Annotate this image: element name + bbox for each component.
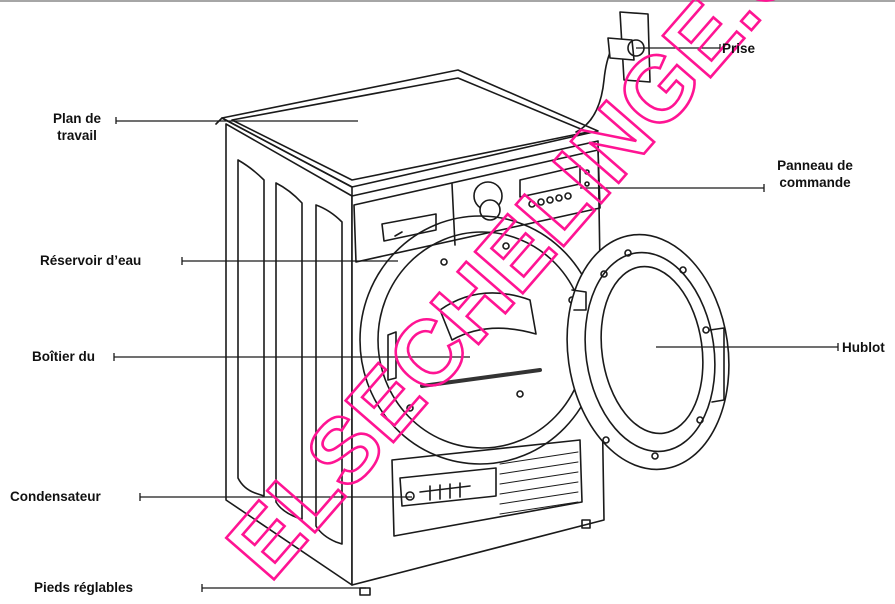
drum-screw <box>516 390 524 398</box>
door-handle <box>709 327 725 403</box>
label-pieds: Pieds réglables <box>34 580 134 595</box>
label-panneau: Panneau de commande <box>766 157 864 191</box>
leader-plan-de-travail <box>115 117 358 124</box>
door-glass <box>600 265 704 435</box>
side-rib-3 <box>315 204 343 545</box>
condenser-lock <box>405 491 415 501</box>
label-hublot: Hublot <box>842 340 885 355</box>
control-button <box>546 196 554 204</box>
leader-condensateur <box>139 493 412 501</box>
leader-prise <box>636 44 721 52</box>
door-outer <box>566 233 730 471</box>
water-tank-notch <box>394 231 403 237</box>
label-line: commande <box>779 175 851 190</box>
control-button <box>537 198 545 206</box>
water-tank-handle <box>381 213 437 242</box>
control-button <box>564 192 572 200</box>
filter-slot <box>420 368 542 388</box>
drum-screw <box>502 242 510 250</box>
condenser-grille <box>499 451 579 515</box>
indicator-light <box>584 181 590 187</box>
dryer-body <box>215 11 730 596</box>
label-boitier: Boîtier du <box>32 349 95 364</box>
side-rib-2 <box>275 182 303 520</box>
foot <box>581 519 591 529</box>
foot <box>359 587 371 596</box>
drum-screw <box>440 258 448 266</box>
door-catch <box>387 331 397 381</box>
door-screw <box>651 452 659 460</box>
label-line: Panneau de <box>777 158 853 173</box>
leader-hublot <box>656 343 839 351</box>
leader-panneau <box>580 184 765 192</box>
indicator-light <box>584 169 590 175</box>
leader-lines <box>113 44 839 592</box>
condenser-flap <box>391 439 583 537</box>
label-plan-de-travail: Plan de travail <box>44 110 110 144</box>
door-screw <box>624 249 632 257</box>
label-reservoir: Réservoir d’eau <box>40 253 142 268</box>
condenser-fins <box>419 482 471 501</box>
door-screw <box>702 326 710 334</box>
display <box>519 165 581 198</box>
door-hinge <box>571 289 587 311</box>
power-cord <box>575 47 613 133</box>
door-screw <box>696 416 704 424</box>
plug <box>607 37 635 61</box>
drum-baffle <box>439 292 537 341</box>
label-condensateur: Condensateur <box>10 489 101 504</box>
program-knob-cap <box>479 199 501 221</box>
drum-screw <box>406 404 414 412</box>
leader-reservoir <box>181 257 398 265</box>
leader-boitier <box>113 353 470 361</box>
label-line: travail <box>57 128 97 143</box>
control-strip <box>353 149 601 263</box>
leader-pieds <box>201 584 366 592</box>
label-prise: Prise <box>722 41 756 56</box>
control-divider <box>451 183 456 246</box>
worktop-inner <box>231 77 589 181</box>
door-screw <box>600 270 608 278</box>
control-button <box>555 194 563 202</box>
side-rib-1 <box>237 159 265 497</box>
door-inner <box>584 251 716 453</box>
label-line: Plan de <box>52 111 101 126</box>
door-screw <box>602 436 610 444</box>
control-button <box>528 200 536 208</box>
door-screw <box>679 266 687 274</box>
